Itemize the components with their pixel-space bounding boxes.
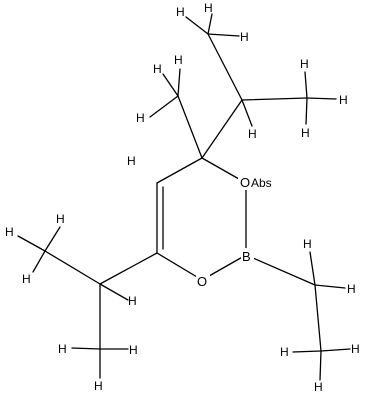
h-lme2-3: H xyxy=(94,379,103,393)
h-ch2-2: H xyxy=(347,282,356,296)
bond-ch3-h2 xyxy=(320,348,351,352)
bond-c6-o1 xyxy=(156,252,203,281)
o-lower-bg xyxy=(196,273,210,288)
bond-lch-h xyxy=(99,283,129,301)
h-lme1-3: H xyxy=(22,272,31,286)
ring-boron: B xyxy=(242,249,251,264)
ring-atom-labels: O Abs B O xyxy=(196,174,278,289)
bond-me1-h2 xyxy=(207,13,213,35)
bond-me1-h3 xyxy=(207,33,240,37)
h-ch3-3: H xyxy=(314,380,323,394)
bond-c4methyl-h1 xyxy=(162,73,179,97)
h-c4methyl-2: H xyxy=(136,111,145,125)
bond-lch-me1 xyxy=(44,250,101,285)
h-c5: H xyxy=(127,154,136,168)
bond-c4-c5 xyxy=(156,157,203,184)
abs-stereo-tag: Abs xyxy=(251,176,272,190)
h-me1-1: H xyxy=(176,5,185,19)
hydrogen-labels: H H H H H H H H H H H H H H H H H H H H … xyxy=(5,1,360,394)
h-c4methyl-1: H xyxy=(153,62,162,76)
bond-ch2-h2 xyxy=(314,284,346,289)
o-upper-bg xyxy=(238,174,252,190)
bond-ch-me1 xyxy=(207,33,243,101)
bond-lme1-h1 xyxy=(44,226,61,252)
h-lme1-2: H xyxy=(5,225,14,239)
bond-c6-isopropyl-ch xyxy=(99,252,158,285)
bond-lme1-h2 xyxy=(17,235,46,252)
bond-me2-h2 xyxy=(306,97,337,100)
abs-tag-bg xyxy=(252,176,278,190)
h-ch2-1: H xyxy=(303,237,312,251)
h-lch: H xyxy=(128,294,137,308)
bond-lme1-h3 xyxy=(32,250,46,273)
h-lme1-1: H xyxy=(56,212,65,226)
ring-oxygen-upper: O xyxy=(240,175,250,190)
bond-me1-h1 xyxy=(185,16,209,35)
bond-layer xyxy=(17,13,351,381)
h-lme2-1: H xyxy=(58,342,67,356)
bond-lme2-h1 xyxy=(71,347,101,350)
bond-ch2-h1 xyxy=(309,251,316,286)
h-me2-3: H xyxy=(301,126,310,140)
bond-c4methyl-h2 xyxy=(149,95,179,118)
h-me2-2: H xyxy=(339,93,348,107)
bond-ch-h xyxy=(241,99,253,127)
bond-b-ch2 xyxy=(245,254,316,286)
ring-oxygen-lower: O xyxy=(197,274,207,289)
bond-c4-isopropyl-ch xyxy=(201,99,243,159)
h-isopropyl-ch: H xyxy=(248,127,257,141)
bond-c4-methyl xyxy=(177,95,203,159)
bond-ch2-ch3 xyxy=(314,284,322,352)
h-ch3-1: H xyxy=(280,345,289,359)
bond-me2-h3 xyxy=(305,97,308,125)
bond-ch3-h3 xyxy=(319,350,322,381)
boron-bg xyxy=(241,248,254,263)
h-c4methyl-3: H xyxy=(174,53,183,67)
h-ch3-2: H xyxy=(351,342,360,356)
bond-c4methyl-h3 xyxy=(177,68,181,97)
h-lme2-2: H xyxy=(129,343,138,357)
h-me1-2: H xyxy=(204,1,213,15)
bond-ch3-h1 xyxy=(292,350,322,353)
bond-ch-me2 xyxy=(241,97,308,101)
h-me2-1: H xyxy=(300,57,309,71)
h-me1-3: H xyxy=(240,30,249,44)
bond-me2-h1 xyxy=(304,71,308,99)
